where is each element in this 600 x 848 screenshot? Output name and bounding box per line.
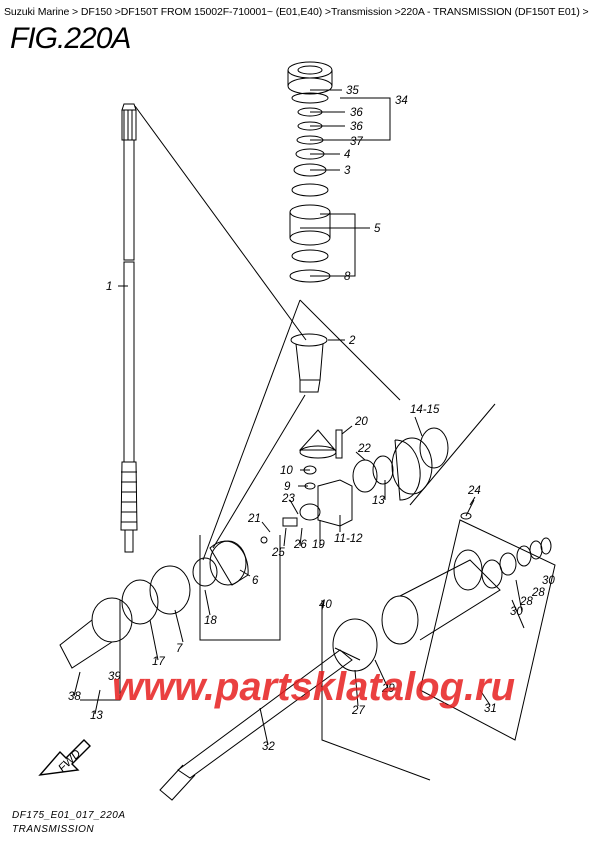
- callout-7: 18: [204, 615, 217, 627]
- callout-34: 34: [395, 95, 408, 107]
- figure-code: DF175_E01_017_220A: [12, 810, 126, 821]
- callout-30: 30: [542, 575, 555, 587]
- watermark: www.partsklatalog.ru: [112, 665, 515, 709]
- callout-10: 10: [280, 465, 293, 477]
- callout-5: 5: [374, 223, 381, 235]
- callout-22: 22: [357, 443, 371, 455]
- callout-17: 7: [176, 643, 183, 655]
- drive-shaft-sleeve: [290, 333, 328, 393]
- callout-26: 19: [312, 539, 325, 551]
- callout-4: 4: [344, 149, 350, 161]
- callout-19: 11-12: [334, 533, 363, 545]
- propeller-shaft-housing: [332, 499, 552, 672]
- callout-2: 2: [348, 335, 356, 347]
- gear-cluster: [59, 427, 449, 669]
- callout-11-12: 13: [372, 495, 385, 507]
- callout-18: 32: [262, 741, 275, 753]
- callout-36: 36: [350, 107, 363, 119]
- breadcrumb: Suzuki Marine > DF150 >DF150T FROM 15002…: [4, 6, 589, 18]
- callout-25: 25: [271, 547, 285, 559]
- callout-25: 26: [293, 539, 307, 551]
- callout-40: 39: [108, 671, 121, 683]
- callout-24: 6: [252, 575, 259, 587]
- callout-32: 29: [381, 683, 395, 695]
- callout-31: 28: [519, 596, 533, 608]
- callout-20: 20: [354, 416, 368, 428]
- callout-1: 1: [106, 281, 112, 293]
- callout-13: 17: [152, 656, 165, 668]
- upper-bearing-stack: [287, 61, 333, 283]
- callout-3: 3: [344, 165, 351, 177]
- drive-shaft: [120, 103, 138, 553]
- callout-29: 27: [351, 705, 365, 717]
- callout-39: 38: [68, 691, 81, 703]
- propeller-shaft: [159, 647, 361, 801]
- callout-23: 23: [281, 493, 295, 505]
- callout-28: 30: [510, 606, 523, 618]
- callout-30: 28: [531, 587, 545, 599]
- callout-8: 8: [344, 271, 351, 283]
- callout-14-15: 14-15: [410, 404, 440, 416]
- fwd-arrow-icon: FWD: [38, 739, 91, 776]
- figure-title: FIG.220A: [10, 22, 131, 55]
- callout-13: 24: [467, 485, 481, 497]
- callout-38: 13: [90, 710, 103, 722]
- callout-9: 9: [284, 481, 291, 493]
- callout-21: 21: [247, 513, 261, 525]
- figure-caption: TRANSMISSION: [12, 824, 95, 835]
- callout-37: 37: [350, 136, 363, 148]
- callout-6: 40: [319, 599, 332, 611]
- callout-35: 35: [346, 85, 359, 97]
- callout-27: 31: [484, 703, 497, 715]
- callout-36: 36: [350, 121, 363, 133]
